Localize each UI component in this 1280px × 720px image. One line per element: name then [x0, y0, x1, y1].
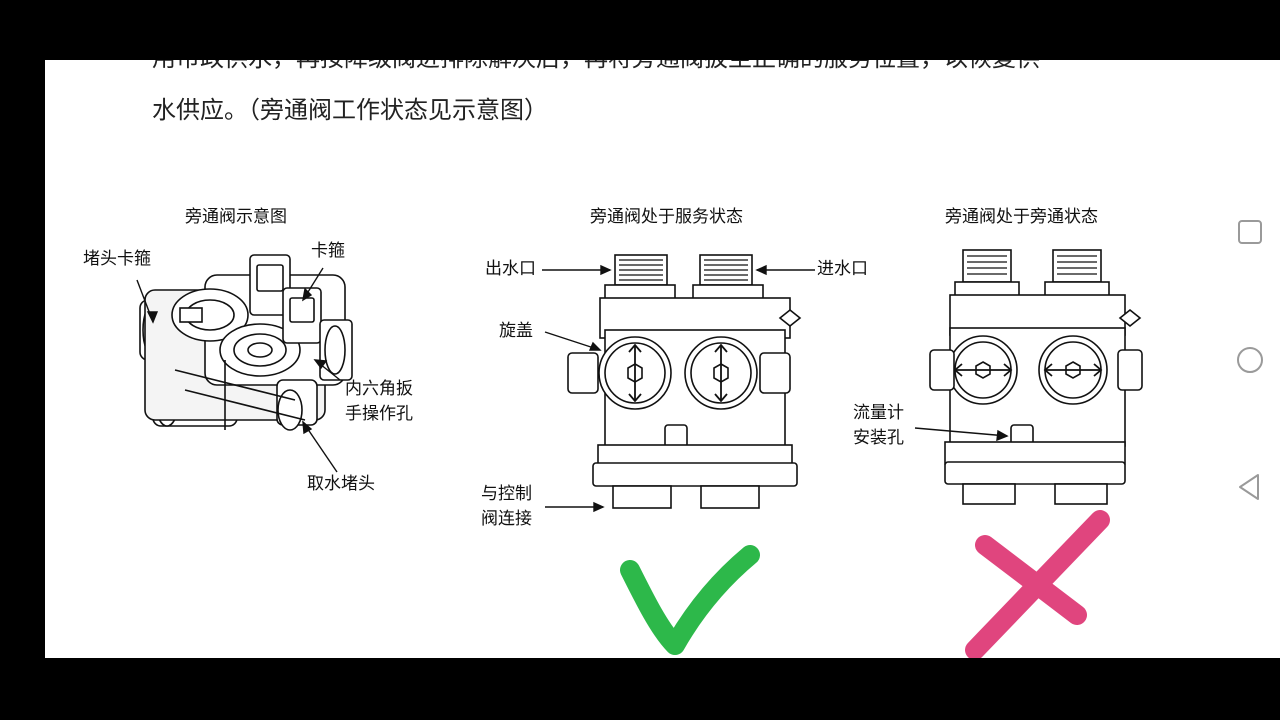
recents-button[interactable]: [1220, 207, 1280, 257]
valve-front-bypass: [929, 249, 1143, 505]
label-meter-line-2: 安装孔: [853, 428, 904, 448]
service-flow-arrows: [628, 343, 728, 403]
cross-mark-icon: [965, 510, 1110, 658]
label-hex-hole-line-2: 手操作孔: [345, 404, 413, 424]
label-hex-hole-line-1: 内六角扳: [345, 379, 413, 399]
document-page: 用市政供水，再按降级阀进排除解决后，再将旁通阀扳至正确的服务位置，以恢复供 水供…: [45, 60, 1220, 658]
service-leader-lines: [542, 264, 815, 513]
circle-home-icon: [1237, 347, 1263, 373]
valve-isometric-drawing: [139, 254, 353, 431]
label-clip: 卡箍: [311, 241, 345, 261]
label-control-line-1: 与控制: [481, 484, 532, 504]
triangle-back-icon: [1239, 474, 1259, 500]
valve-front-service: [567, 254, 802, 509]
label-meter-line-1: 流量计: [853, 403, 904, 423]
bypass-flow-arrows: [953, 363, 1103, 377]
figure-title-service: 旁通阀处于服务状态: [590, 207, 743, 227]
figure-title-schematic: 旁通阀示意图: [185, 207, 287, 227]
diagram-drawings: [136, 249, 1143, 658]
label-outlet: 出水口: [485, 259, 536, 279]
label-inlet: 进水口: [817, 259, 868, 279]
label-plug-clip: 堵头卡箍: [83, 249, 151, 269]
square-recents-icon: [1238, 220, 1262, 244]
body-text-line-2: 水供应。（旁通阀工作状态见示意图）: [152, 96, 548, 124]
label-knob: 旋盖: [499, 321, 533, 341]
bypass-leader-line: [914, 427, 1009, 442]
label-control-line-2: 阀连接: [481, 509, 532, 529]
system-nav-bar: [1220, 60, 1280, 658]
figure-title-bypass: 旁通阀处于旁通状态: [945, 207, 1098, 227]
check-mark-icon: [620, 545, 760, 655]
schematic-leader-lines: [136, 267, 341, 473]
home-button[interactable]: [1220, 335, 1280, 385]
label-sample-plug: 取水堵头: [307, 474, 375, 494]
body-text-line-1: 用市政供水，再按降级阀进排除解决后，再将旁通阀扳至正确的服务位置，以恢复供: [152, 60, 1040, 73]
back-button[interactable]: [1220, 462, 1280, 512]
